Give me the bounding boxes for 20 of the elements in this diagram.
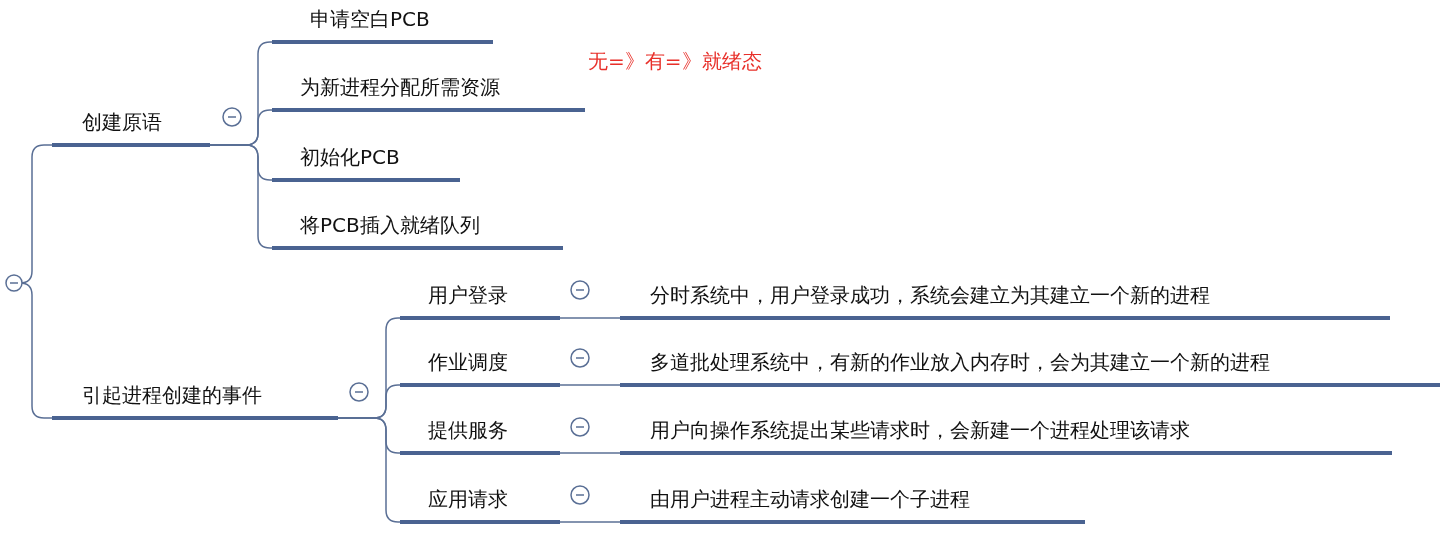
- topic-label: 为新进程分配所需资源: [272, 72, 585, 112]
- topic-label: 分时系统中，用户登录成功，系统会建立为其建立一个新的进程: [620, 280, 1390, 320]
- topic-label: 用户登录: [400, 280, 560, 320]
- topic-label: 应用请求: [400, 484, 560, 524]
- collapse-circle: [5, 274, 23, 292]
- topic-label: 创建原语: [52, 107, 210, 147]
- connector-line: [559, 317, 621, 319]
- connector-line: [559, 384, 621, 386]
- topic-label: 作业调度: [400, 347, 560, 387]
- topic-label: 提供服务: [400, 415, 560, 455]
- connector-line: [559, 521, 621, 523]
- topic-label: 将PCB插入就绪队列: [272, 210, 563, 250]
- note-text: 无=》有=》就绪态: [588, 48, 762, 75]
- topic-label: 引起进程创建的事件: [52, 380, 338, 420]
- connector-line: [559, 452, 621, 454]
- topic-label: 申请空白PCB: [272, 4, 493, 44]
- topic-label: 初始化PCB: [272, 142, 460, 182]
- topic-label: 由用户进程主动请求创建一个子进程: [620, 484, 1085, 524]
- topic-label: 用户向操作系统提出某些请求时，会新建一个进程处理该请求: [620, 415, 1392, 455]
- topic-label: 多道批处理系统中，有新的作业放入内存时，会为其建立一个新的进程: [620, 347, 1440, 387]
